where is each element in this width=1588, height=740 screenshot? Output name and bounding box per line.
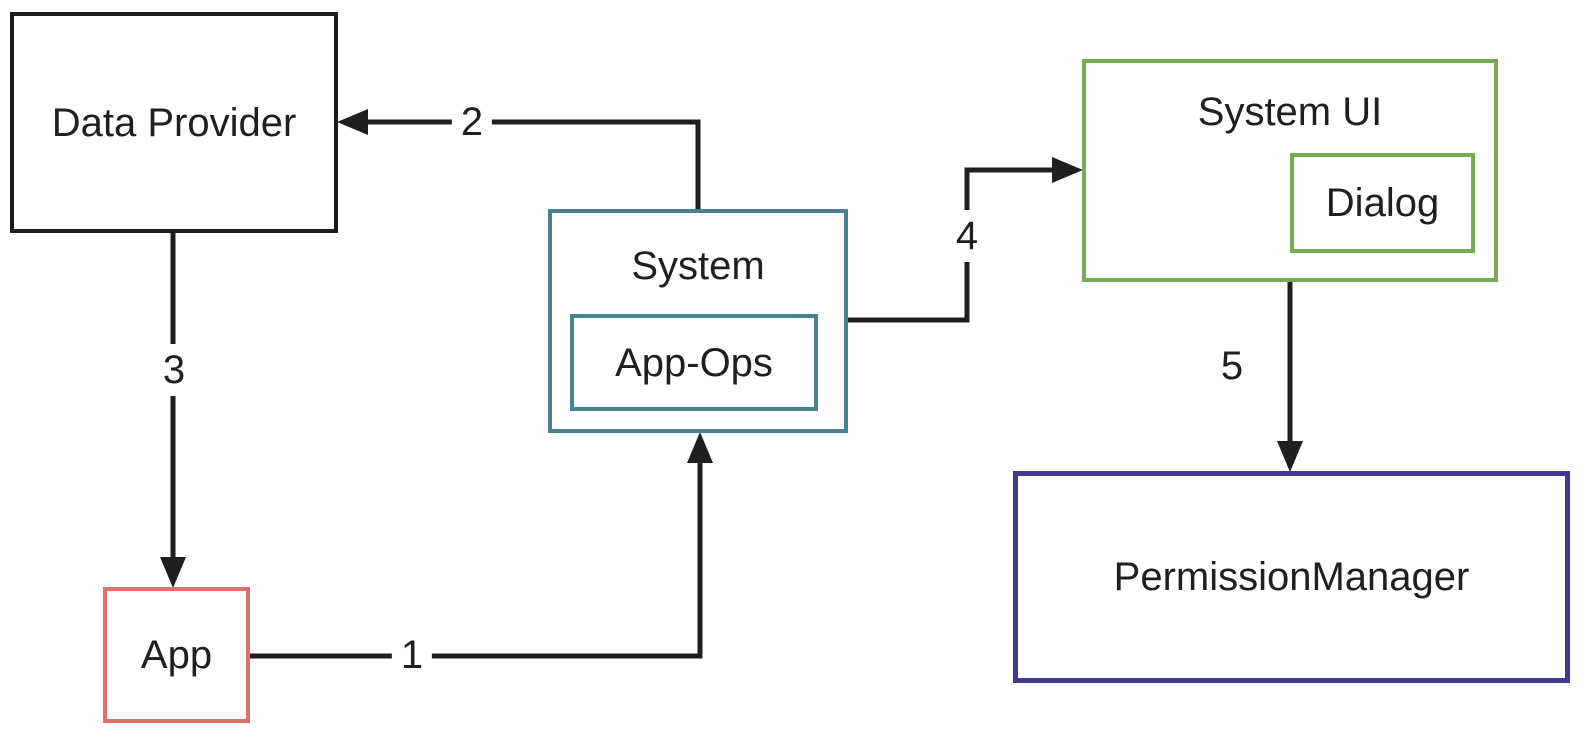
node-system: System App-Ops [548,209,848,433]
edge-4-number-label: 4 [953,210,981,262]
edge-3-number-label: 3 [160,344,188,396]
node-system-ui-label: System UI [1197,90,1383,134]
edge-2-arrowhead-left-icon [337,109,368,135]
edge-2-number-label: 2 [451,100,493,144]
node-app-ops-label: App-Ops [615,340,773,385]
node-dialog-label: Dialog [1325,181,1440,225]
node-data-provider: Data Provider [10,12,338,233]
edge-4-line [848,167,1054,323]
edge-5-arrowhead-down-icon [1277,441,1303,472]
node-app-label: App [140,633,213,677]
edge-3-arrowhead-down-icon [160,557,186,588]
node-permission-manager-label: PermissionManager [1113,555,1470,599]
edge-2-system-to-data-provider [337,109,701,209]
edge-5-system-ui-to-permission-manager [1277,282,1303,472]
node-data-provider-label: Data Provider [51,100,297,145]
node-dialog: Dialog [1290,153,1475,253]
node-system-ui: System UI Dialog [1082,59,1498,282]
edge-5-number-label: 5 [1211,344,1253,388]
node-app-ops: App-Ops [570,314,818,411]
edge-1-line [250,460,703,659]
edge-3-data-provider-to-app [160,233,186,588]
node-app: App [103,587,250,723]
node-system-label: System [631,244,765,288]
edge-1-number-label: 1 [391,633,433,677]
edge-4-arrowhead-right-icon [1052,157,1083,183]
node-permission-manager: PermissionManager [1013,471,1570,683]
edge-1-arrowhead-up-icon [687,432,713,463]
edge-1-app-to-system [250,432,713,659]
edge-2-line [366,119,701,209]
